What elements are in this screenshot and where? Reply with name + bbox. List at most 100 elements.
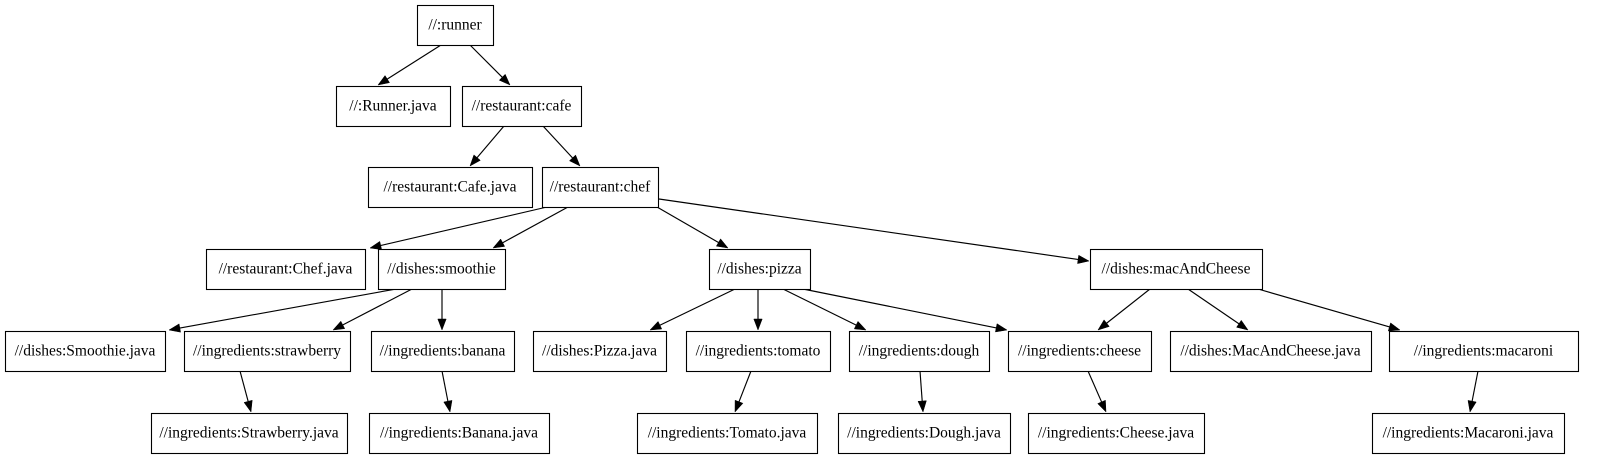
graph-node-ing_strawberry_java[interactable]: //ingredients:Strawberry.java bbox=[150, 412, 349, 455]
arrowhead-icon bbox=[332, 320, 346, 331]
graph-node-dishes_smoothie[interactable]: //dishes:smoothie bbox=[377, 248, 507, 291]
graph-edge bbox=[917, 370, 927, 413]
graph-edge bbox=[437, 289, 447, 331]
graph-edge bbox=[369, 206, 548, 250]
node-box[interactable] bbox=[416, 4, 495, 47]
graph-node-dishes_pizza[interactable]: //dishes:pizza bbox=[708, 248, 812, 291]
graph-node-runner[interactable]: //:runner bbox=[416, 4, 495, 47]
graph-edge bbox=[753, 289, 763, 331]
graph-node-restaurant_chef_java[interactable]: //restaurant:Chef.java bbox=[205, 248, 367, 291]
graph-node-restaurant_cafe[interactable]: //restaurant:cafe bbox=[461, 85, 583, 128]
node-box[interactable] bbox=[1089, 248, 1264, 291]
graph-node-restaurant_cafe_java[interactable]: //restaurant:Cafe.java bbox=[367, 166, 534, 209]
arrowhead-icon bbox=[753, 318, 763, 331]
node-box[interactable] bbox=[685, 330, 832, 373]
arrowhead-icon bbox=[917, 400, 927, 413]
arrowhead-icon bbox=[443, 400, 453, 413]
arrowhead-icon bbox=[1236, 319, 1249, 331]
graph-node-ing_cheese_java[interactable]: //ingredients:Cheese.java bbox=[1027, 412, 1206, 455]
graph-node-restaurant_chef[interactable]: //restaurant:chef bbox=[541, 166, 660, 209]
node-box[interactable] bbox=[4, 330, 167, 373]
graph-node-ing_tomato[interactable]: //ingredients:tomato bbox=[685, 330, 832, 373]
node-label: //restaurant:Cafe.java bbox=[384, 179, 517, 196]
node-box[interactable] bbox=[1007, 330, 1153, 373]
node-box[interactable] bbox=[1169, 330, 1373, 373]
node-box[interactable] bbox=[150, 412, 349, 455]
arrowhead-icon bbox=[995, 323, 1008, 333]
graph-node-ing_macaroni[interactable]: //ingredients:macaroni bbox=[1388, 330, 1580, 373]
node-box[interactable] bbox=[370, 330, 516, 373]
node-label: //dishes:pizza bbox=[717, 261, 801, 278]
edge-line bbox=[919, 370, 923, 403]
edge-line bbox=[178, 288, 397, 329]
node-box[interactable] bbox=[1371, 412, 1566, 455]
edge-line bbox=[441, 370, 449, 403]
graph-node-dishes_pizza_java[interactable]: //dishes:Pizza.java bbox=[532, 330, 668, 373]
graph-edge bbox=[332, 288, 413, 331]
arrowhead-icon bbox=[377, 75, 390, 86]
node-label: //ingredients:Tomato.java bbox=[648, 425, 807, 442]
graph-edge bbox=[168, 288, 397, 333]
node-box[interactable] bbox=[541, 166, 660, 209]
node-box[interactable] bbox=[837, 412, 1012, 455]
node-box[interactable] bbox=[1388, 330, 1580, 373]
arrowhead-icon bbox=[649, 321, 663, 331]
node-box[interactable] bbox=[377, 248, 507, 291]
node-label: //ingredients:Macaroni.java bbox=[1383, 425, 1554, 442]
node-label: //dishes:MacAndCheese.java bbox=[1180, 343, 1360, 360]
graph-node-dishes_macandcheese[interactable]: //dishes:macAndCheese bbox=[1089, 248, 1264, 291]
graph-node-ing_banana_java[interactable]: //ingredients:Banana.java bbox=[368, 412, 551, 455]
arrowhead-icon bbox=[1387, 322, 1401, 332]
graph-node-ing_tomato_java[interactable]: //ingredients:Tomato.java bbox=[636, 412, 819, 455]
edge-line bbox=[469, 44, 504, 79]
node-label: //ingredients:banana bbox=[380, 343, 506, 360]
graph-edge bbox=[1097, 288, 1151, 331]
graph-edge bbox=[469, 44, 511, 86]
graph-node-ing_strawberry[interactable]: //ingredients:strawberry bbox=[183, 330, 352, 373]
graph-node-ing_dough[interactable]: //ingredients:dough bbox=[848, 330, 991, 373]
node-box[interactable] bbox=[367, 166, 534, 209]
node-box[interactable] bbox=[461, 85, 583, 128]
graph-node-runner_java[interactable]: //:Runner.java bbox=[335, 85, 452, 128]
edge-line bbox=[802, 288, 998, 329]
arrowhead-icon bbox=[734, 399, 744, 413]
edge-line bbox=[1105, 288, 1151, 325]
graph-edge bbox=[656, 206, 729, 249]
node-label: //dishes:smoothie bbox=[387, 261, 496, 278]
node-box[interactable] bbox=[532, 330, 668, 373]
node-box[interactable] bbox=[368, 412, 551, 455]
graph-edge bbox=[802, 288, 1008, 333]
arrowhead-icon bbox=[715, 238, 729, 249]
arrowhead-icon bbox=[369, 241, 382, 250]
node-label: //restaurant:chef bbox=[550, 179, 652, 196]
edge-line bbox=[782, 288, 858, 327]
node-box[interactable] bbox=[1027, 412, 1206, 455]
graph-node-ing_dough_java[interactable]: //ingredients:Dough.java bbox=[837, 412, 1012, 455]
node-box[interactable] bbox=[205, 248, 367, 291]
graph-edge bbox=[1257, 288, 1401, 332]
nodes-layer: //:runner //:Runner.java//restaurant:cafe… bbox=[4, 4, 1580, 455]
node-box[interactable] bbox=[636, 412, 819, 455]
graph-edge bbox=[1187, 288, 1249, 331]
edge-line bbox=[658, 198, 1080, 261]
graph-node-ing_macaroni_java[interactable]: //ingredients:Macaroni.java bbox=[1371, 412, 1566, 455]
node-box[interactable] bbox=[848, 330, 991, 373]
node-box[interactable] bbox=[183, 330, 352, 373]
graph-edge bbox=[1467, 370, 1479, 413]
edge-line bbox=[501, 206, 569, 244]
graph-node-ing_cheese[interactable]: //ingredients:cheese bbox=[1007, 330, 1153, 373]
arrowhead-icon bbox=[437, 318, 447, 331]
node-label: //ingredients:Dough.java bbox=[847, 425, 1001, 442]
graph-edge bbox=[542, 125, 581, 167]
edge-line bbox=[737, 370, 752, 404]
arrowhead-icon bbox=[569, 154, 581, 167]
arrowhead-icon bbox=[168, 323, 181, 333]
arrowhead-icon bbox=[853, 320, 867, 331]
node-box[interactable] bbox=[335, 85, 452, 128]
graph-node-dishes_macandcheese_java[interactable]: //dishes:MacAndCheese.java bbox=[1169, 330, 1373, 373]
edge-line bbox=[658, 288, 736, 327]
graph-node-ing_banana[interactable]: //ingredients:banana bbox=[370, 330, 516, 373]
graph-node-dishes_smoothie_java[interactable]: //dishes:Smoothie.java bbox=[4, 330, 167, 373]
node-box[interactable] bbox=[708, 248, 812, 291]
